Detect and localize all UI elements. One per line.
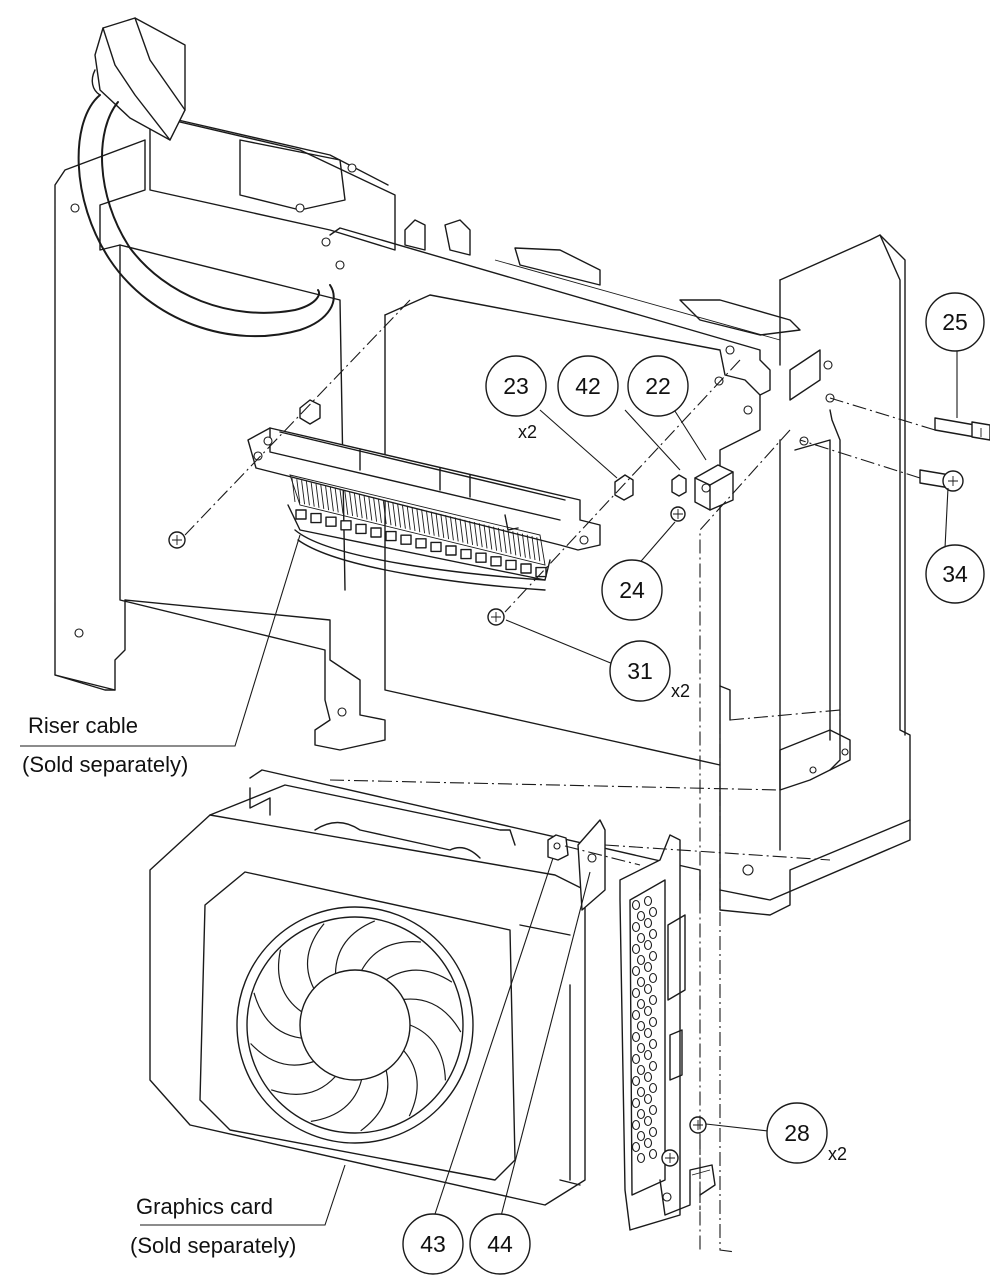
screw-34 <box>919 469 964 492</box>
svg-text:24: 24 <box>619 577 645 603</box>
riser-connector-pins <box>291 477 547 578</box>
graphics-card-label: Graphics card (Sold separately) <box>130 1194 296 1258</box>
svg-text:31: 31 <box>627 658 653 684</box>
callout-43: 43 <box>402 1213 464 1275</box>
svg-text:44: 44 <box>487 1231 513 1257</box>
svg-text:23: 23 <box>503 373 529 399</box>
leader-lines <box>20 350 958 1226</box>
fan-blades <box>250 920 462 1132</box>
graphics-card-label-line1: Graphics card <box>136 1194 273 1219</box>
svg-text:x2: x2 <box>671 681 690 701</box>
svg-text:x2: x2 <box>518 422 537 442</box>
screw-riser-left <box>168 531 186 549</box>
callout-44: 44 <box>469 1213 531 1275</box>
svg-text:34: 34 <box>942 561 968 587</box>
screw-24 <box>670 506 686 522</box>
riser-cable-label-line1: Riser cable <box>28 713 138 738</box>
assembly-centerlines <box>184 299 936 1253</box>
svg-text:25: 25 <box>942 309 968 335</box>
callout-28: 28 x2 <box>766 1102 847 1164</box>
callout-23: 23 x2 <box>485 355 547 442</box>
callout-31: 31 x2 <box>609 640 690 702</box>
riser-cable-assembly <box>247 427 601 591</box>
screw-28-upper <box>689 1116 707 1134</box>
screw-25 <box>934 417 990 441</box>
callouts: 22 23 x2 24 25 28 x2 31 x2 34 <box>402 292 985 1275</box>
graphics-card <box>149 769 716 1231</box>
svg-text:43: 43 <box>420 1231 446 1257</box>
callout-42: 42 <box>557 355 619 417</box>
callout-25: 25 <box>925 292 985 352</box>
main-chassis <box>329 219 911 916</box>
callout-22: 22 <box>627 355 689 417</box>
svg-text:28: 28 <box>784 1120 810 1146</box>
svg-text:42: 42 <box>575 373 601 399</box>
power-cable <box>77 17 335 338</box>
vent-holes <box>631 895 658 1164</box>
hardware <box>168 399 990 1167</box>
svg-text:22: 22 <box>645 373 671 399</box>
power-supply-unit <box>149 114 396 270</box>
riser-cable-label-line2: (Sold separately) <box>22 752 188 777</box>
callout-34: 34 <box>925 544 985 604</box>
graphics-card-label-line2: (Sold separately) <box>130 1233 296 1258</box>
callout-24: 24 <box>601 559 663 621</box>
screw-28-lower <box>661 1149 679 1167</box>
svg-text:x2: x2 <box>828 1144 847 1164</box>
screw-31 <box>487 608 505 626</box>
riser-cable-label: Riser cable (Sold separately) <box>22 713 188 777</box>
